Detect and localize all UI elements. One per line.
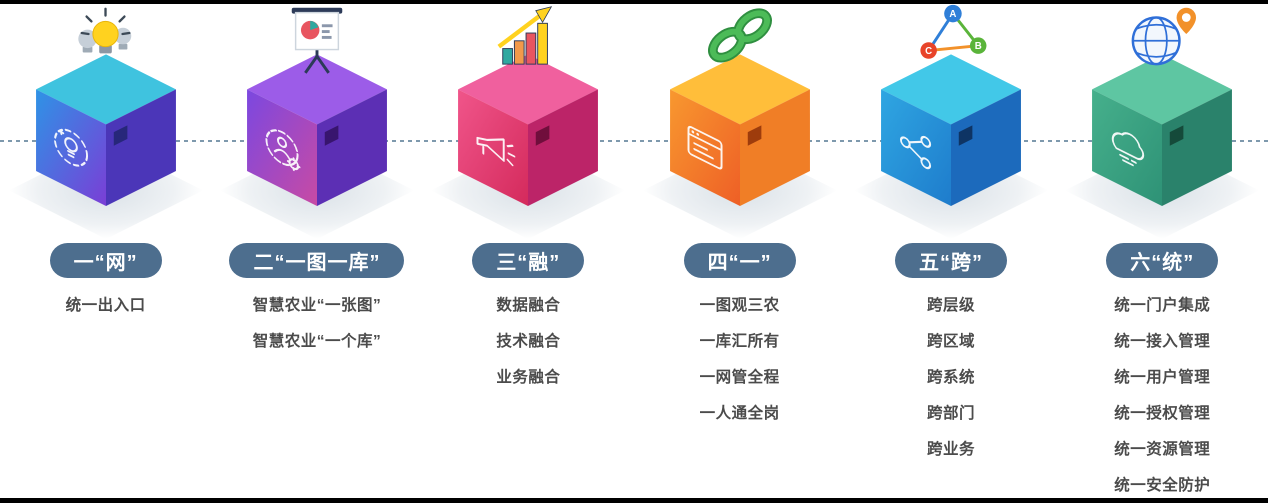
cube-keyhole-notch — [536, 125, 550, 146]
list-item: 统一安全防护 — [1114, 477, 1211, 494]
pill-cross: 五“跨” — [894, 243, 1007, 278]
cube-left-face — [458, 89, 529, 206]
column-one-map-one-db: 二“一图一库” 智慧农业“一张图” 智慧农业“一个库” — [211, 0, 422, 502]
list-item: 统一资源管理 — [1114, 441, 1211, 458]
globe-pin-icon — [1131, 7, 1197, 66]
pill-one-map-one-db: 二“一图一库” — [229, 243, 405, 278]
cube-right-face — [316, 89, 387, 206]
cube-unified — [1065, 7, 1260, 239]
cube-keyhole-notch — [324, 125, 339, 146]
list-item: 统一门户集成 — [1114, 297, 1211, 314]
cube-right-face — [528, 89, 599, 206]
chain-link-icon — [707, 8, 772, 63]
list-item: 技术融合 — [496, 333, 561, 350]
cube-fusion — [431, 6, 626, 239]
lightbulbs-icon — [77, 7, 131, 54]
items-unified: 统一门户集成 统一接入管理 统一用户管理 统一授权管理 统一资源管理 统一安全防… — [1114, 286, 1210, 502]
column-one-network: 一“网” 统一出入口 — [0, 0, 211, 502]
pill-fusion: 三“融” — [472, 243, 585, 278]
growth-chart-icon — [497, 6, 553, 65]
list-item: 一网管全程 — [699, 369, 780, 386]
share-nodes-icon — [899, 135, 932, 170]
cube-left-face — [881, 89, 951, 206]
list-item: 一库汇所有 — [699, 333, 780, 350]
cube-right-face — [1162, 89, 1233, 206]
list-item: 智慧农业“一张图” — [252, 297, 382, 314]
node-label-b: B — [975, 41, 982, 52]
list-item: 跨部门 — [926, 405, 975, 422]
cube-keyhole-notch — [958, 125, 973, 146]
bottom-frame-bar — [0, 498, 1268, 503]
list-item: 一人通全岗 — [699, 405, 780, 422]
list-item: 跨业务 — [926, 441, 975, 458]
cube-one-map-one-db — [219, 7, 415, 239]
list-item: 跨系统 — [926, 369, 975, 386]
presentation-chart-icon — [291, 7, 343, 74]
cube-four-one — [642, 8, 837, 239]
cube-left-face — [247, 89, 317, 206]
column-four-one: 四“一” 一图观三农 一库汇所有 一网管全程 一人通全岗 — [634, 0, 845, 502]
bulb-rays — [80, 7, 131, 36]
cube-left-face — [1092, 89, 1163, 206]
cube-one-network — [8, 7, 203, 239]
gear-user-icon — [265, 129, 301, 172]
list-item: 跨区域 — [926, 333, 975, 350]
list-item: 业务融合 — [496, 369, 561, 386]
cube-left-face — [35, 89, 106, 206]
idea-bulb-icon — [53, 128, 88, 167]
cube-top-face — [458, 54, 599, 125]
triangle-network-icon: A B C — [920, 4, 987, 59]
pill-unified: 六“统” — [1106, 243, 1219, 278]
node-label-a: A — [949, 9, 956, 20]
list-item: 跨层级 — [926, 297, 975, 314]
column-unified: 六“统” 统一门户集成 统一接入管理 统一用户管理 统一授权管理 统一资源管理 … — [1057, 0, 1268, 502]
list-item: 统一出入口 — [65, 297, 146, 314]
list-item: 统一接入管理 — [1114, 333, 1211, 350]
cube-keyhole-notch — [747, 125, 762, 146]
dashed-connector-line — [0, 140, 1268, 142]
items-cross: 跨层级 跨区域 跨系统 跨部门 跨业务 — [927, 286, 975, 466]
cube-keyhole-notch — [1170, 125, 1184, 146]
cube-top-face — [881, 54, 1021, 125]
items-four-one: 一图观三农 一库汇所有 一网管全程 一人通全岗 — [700, 286, 780, 430]
megaphone-icon — [476, 136, 516, 167]
cube-cross: A B C — [853, 4, 1049, 239]
column-cross: A B C 五“跨” 跨层级 跨区域 跨系统 跨 — [845, 0, 1056, 502]
list-item: 统一用户管理 — [1114, 369, 1211, 386]
items-one-map-one-db: 智慧农业“一张图” 智慧农业“一个库” — [253, 286, 382, 358]
top-frame-bar — [0, 0, 1268, 4]
cube-right-face — [950, 89, 1021, 206]
pill-four-one: 四“一” — [683, 243, 796, 278]
node-label-c: C — [925, 46, 932, 57]
cube-right-face — [105, 89, 176, 206]
cube-top-face — [1092, 54, 1233, 125]
list-item: 统一授权管理 — [1114, 405, 1211, 422]
browser-window-icon — [687, 125, 723, 170]
list-item: 数据融合 — [496, 297, 561, 314]
items-one-network: 统一出入口 — [66, 286, 146, 322]
cube-top-face — [669, 54, 810, 125]
column-fusion: 三“融” 数据融合 技术融合 业务融合 — [423, 0, 634, 502]
list-item: 智慧农业“一个库” — [252, 333, 382, 350]
cloud-lines-icon — [1112, 132, 1145, 167]
list-item: 一图观三农 — [699, 297, 780, 314]
pill-one-network: 一“网” — [49, 243, 162, 278]
items-fusion: 数据融合 技术融合 业务融合 — [496, 286, 560, 394]
cube-right-face — [739, 89, 810, 206]
